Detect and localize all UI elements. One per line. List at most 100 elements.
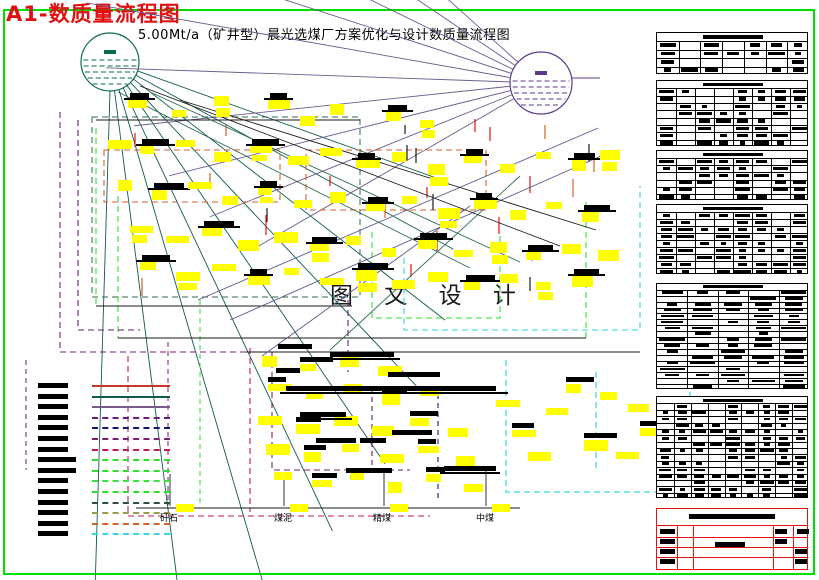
table-cell-text — [738, 111, 747, 116]
legend-label-block — [38, 467, 76, 473]
table-row-divider — [657, 289, 807, 291]
table-cell-text — [752, 355, 775, 359]
legend-line-sample — [92, 437, 170, 440]
table-cell-text — [792, 68, 804, 73]
equipment-bar — [578, 210, 616, 212]
data-label-patch — [572, 160, 586, 171]
legend-line-sample — [92, 448, 170, 451]
table-cell-text — [678, 188, 693, 192]
table-col-divider — [695, 88, 696, 145]
table-cell-text — [794, 97, 805, 101]
data-label-patch — [572, 276, 593, 287]
table-cell-text — [663, 308, 681, 312]
data-label-patch — [420, 120, 434, 128]
table-cell-text — [745, 455, 755, 459]
table-col-divider — [741, 403, 743, 497]
equipment-symbol — [346, 468, 392, 473]
data-label-patch — [334, 416, 358, 426]
table-cell-text — [660, 97, 673, 101]
table-cell-text — [662, 166, 671, 171]
table-row-divider — [657, 422, 807, 424]
data-label-patch — [536, 152, 551, 159]
table-row-divider — [657, 139, 807, 141]
table-cell-text — [681, 68, 698, 73]
legend-label-block — [38, 488, 68, 494]
main-conveyor-bar — [280, 392, 508, 394]
table-cell-text — [735, 126, 750, 130]
table-cell-text — [797, 430, 804, 434]
table-row-divider — [657, 193, 807, 195]
data-label-patch — [212, 264, 236, 271]
data-label-patch — [410, 418, 429, 426]
table-cell-text — [756, 195, 767, 199]
table-row-divider — [657, 254, 807, 255]
table-cell-text — [703, 43, 719, 47]
table-cell-text — [757, 361, 770, 365]
table-cell-text — [659, 159, 674, 163]
equipment-symbol — [270, 93, 287, 98]
legend-line-sample — [92, 459, 170, 462]
product-tag-patch — [390, 504, 408, 512]
table-cell-text — [735, 234, 750, 238]
legend-label-block — [38, 520, 68, 526]
legend-row — [38, 519, 170, 530]
table-cell-text — [793, 248, 806, 252]
data-label-patch — [176, 272, 200, 281]
table-row-divider — [657, 295, 807, 297]
data-label-patch — [258, 188, 272, 195]
data-label-patch — [306, 392, 323, 399]
table-cell-text — [693, 481, 705, 485]
equipment-symbol — [330, 352, 394, 357]
table-cell-text — [795, 481, 806, 485]
table-cell-text — [754, 344, 773, 347]
table-col-divider — [700, 41, 702, 73]
table-cell-text — [744, 430, 756, 434]
table-row-divider — [657, 331, 807, 333]
table-cell-text — [717, 269, 730, 273]
legend-line-sample — [92, 522, 170, 525]
equipment-symbol — [420, 233, 447, 238]
table-cell-text — [682, 89, 689, 94]
table-row-divider — [657, 212, 807, 213]
data-label-patch — [616, 452, 639, 459]
table-cell-text — [700, 227, 709, 231]
data-label-patch — [108, 140, 132, 149]
table-cell-text — [676, 494, 688, 497]
data-label-patch — [388, 482, 402, 493]
table-cell-text — [711, 494, 721, 497]
table-cell-text — [739, 255, 746, 259]
data-label-patch — [422, 130, 435, 138]
data-label-patch — [546, 202, 562, 209]
table-cell-text — [762, 468, 771, 472]
table-row-divider — [657, 360, 807, 362]
data-label-patch — [140, 262, 156, 270]
table-cell-text — [720, 111, 727, 116]
table-cell-text — [726, 443, 740, 446]
legend-line-sample — [92, 406, 170, 409]
table-cell-text — [774, 89, 787, 94]
table-cell-text — [784, 308, 804, 312]
table-col-divider — [724, 403, 726, 497]
table-cell-text — [659, 468, 672, 472]
data-label-patch — [214, 152, 231, 162]
legend-row — [38, 445, 170, 456]
table-row-divider — [657, 435, 807, 437]
table-cell-text — [698, 213, 711, 217]
table-cell-text — [763, 494, 771, 497]
table-cell-text — [693, 468, 705, 472]
table-cell-text — [774, 269, 787, 273]
title-block-role-label — [660, 549, 675, 554]
equipment-bar — [326, 358, 400, 360]
legend-label-block — [38, 499, 68, 505]
table-cell-text — [737, 119, 748, 123]
table-cell-text — [728, 404, 738, 408]
table-col-divider — [775, 403, 777, 497]
table-col-divider — [676, 88, 677, 145]
table-row-divider — [657, 492, 807, 494]
equipment-symbol — [358, 263, 388, 268]
table-row-divider — [657, 378, 807, 380]
table-cell-text — [772, 68, 781, 73]
table-cell-text — [660, 269, 673, 273]
table-cell-text — [757, 320, 770, 324]
